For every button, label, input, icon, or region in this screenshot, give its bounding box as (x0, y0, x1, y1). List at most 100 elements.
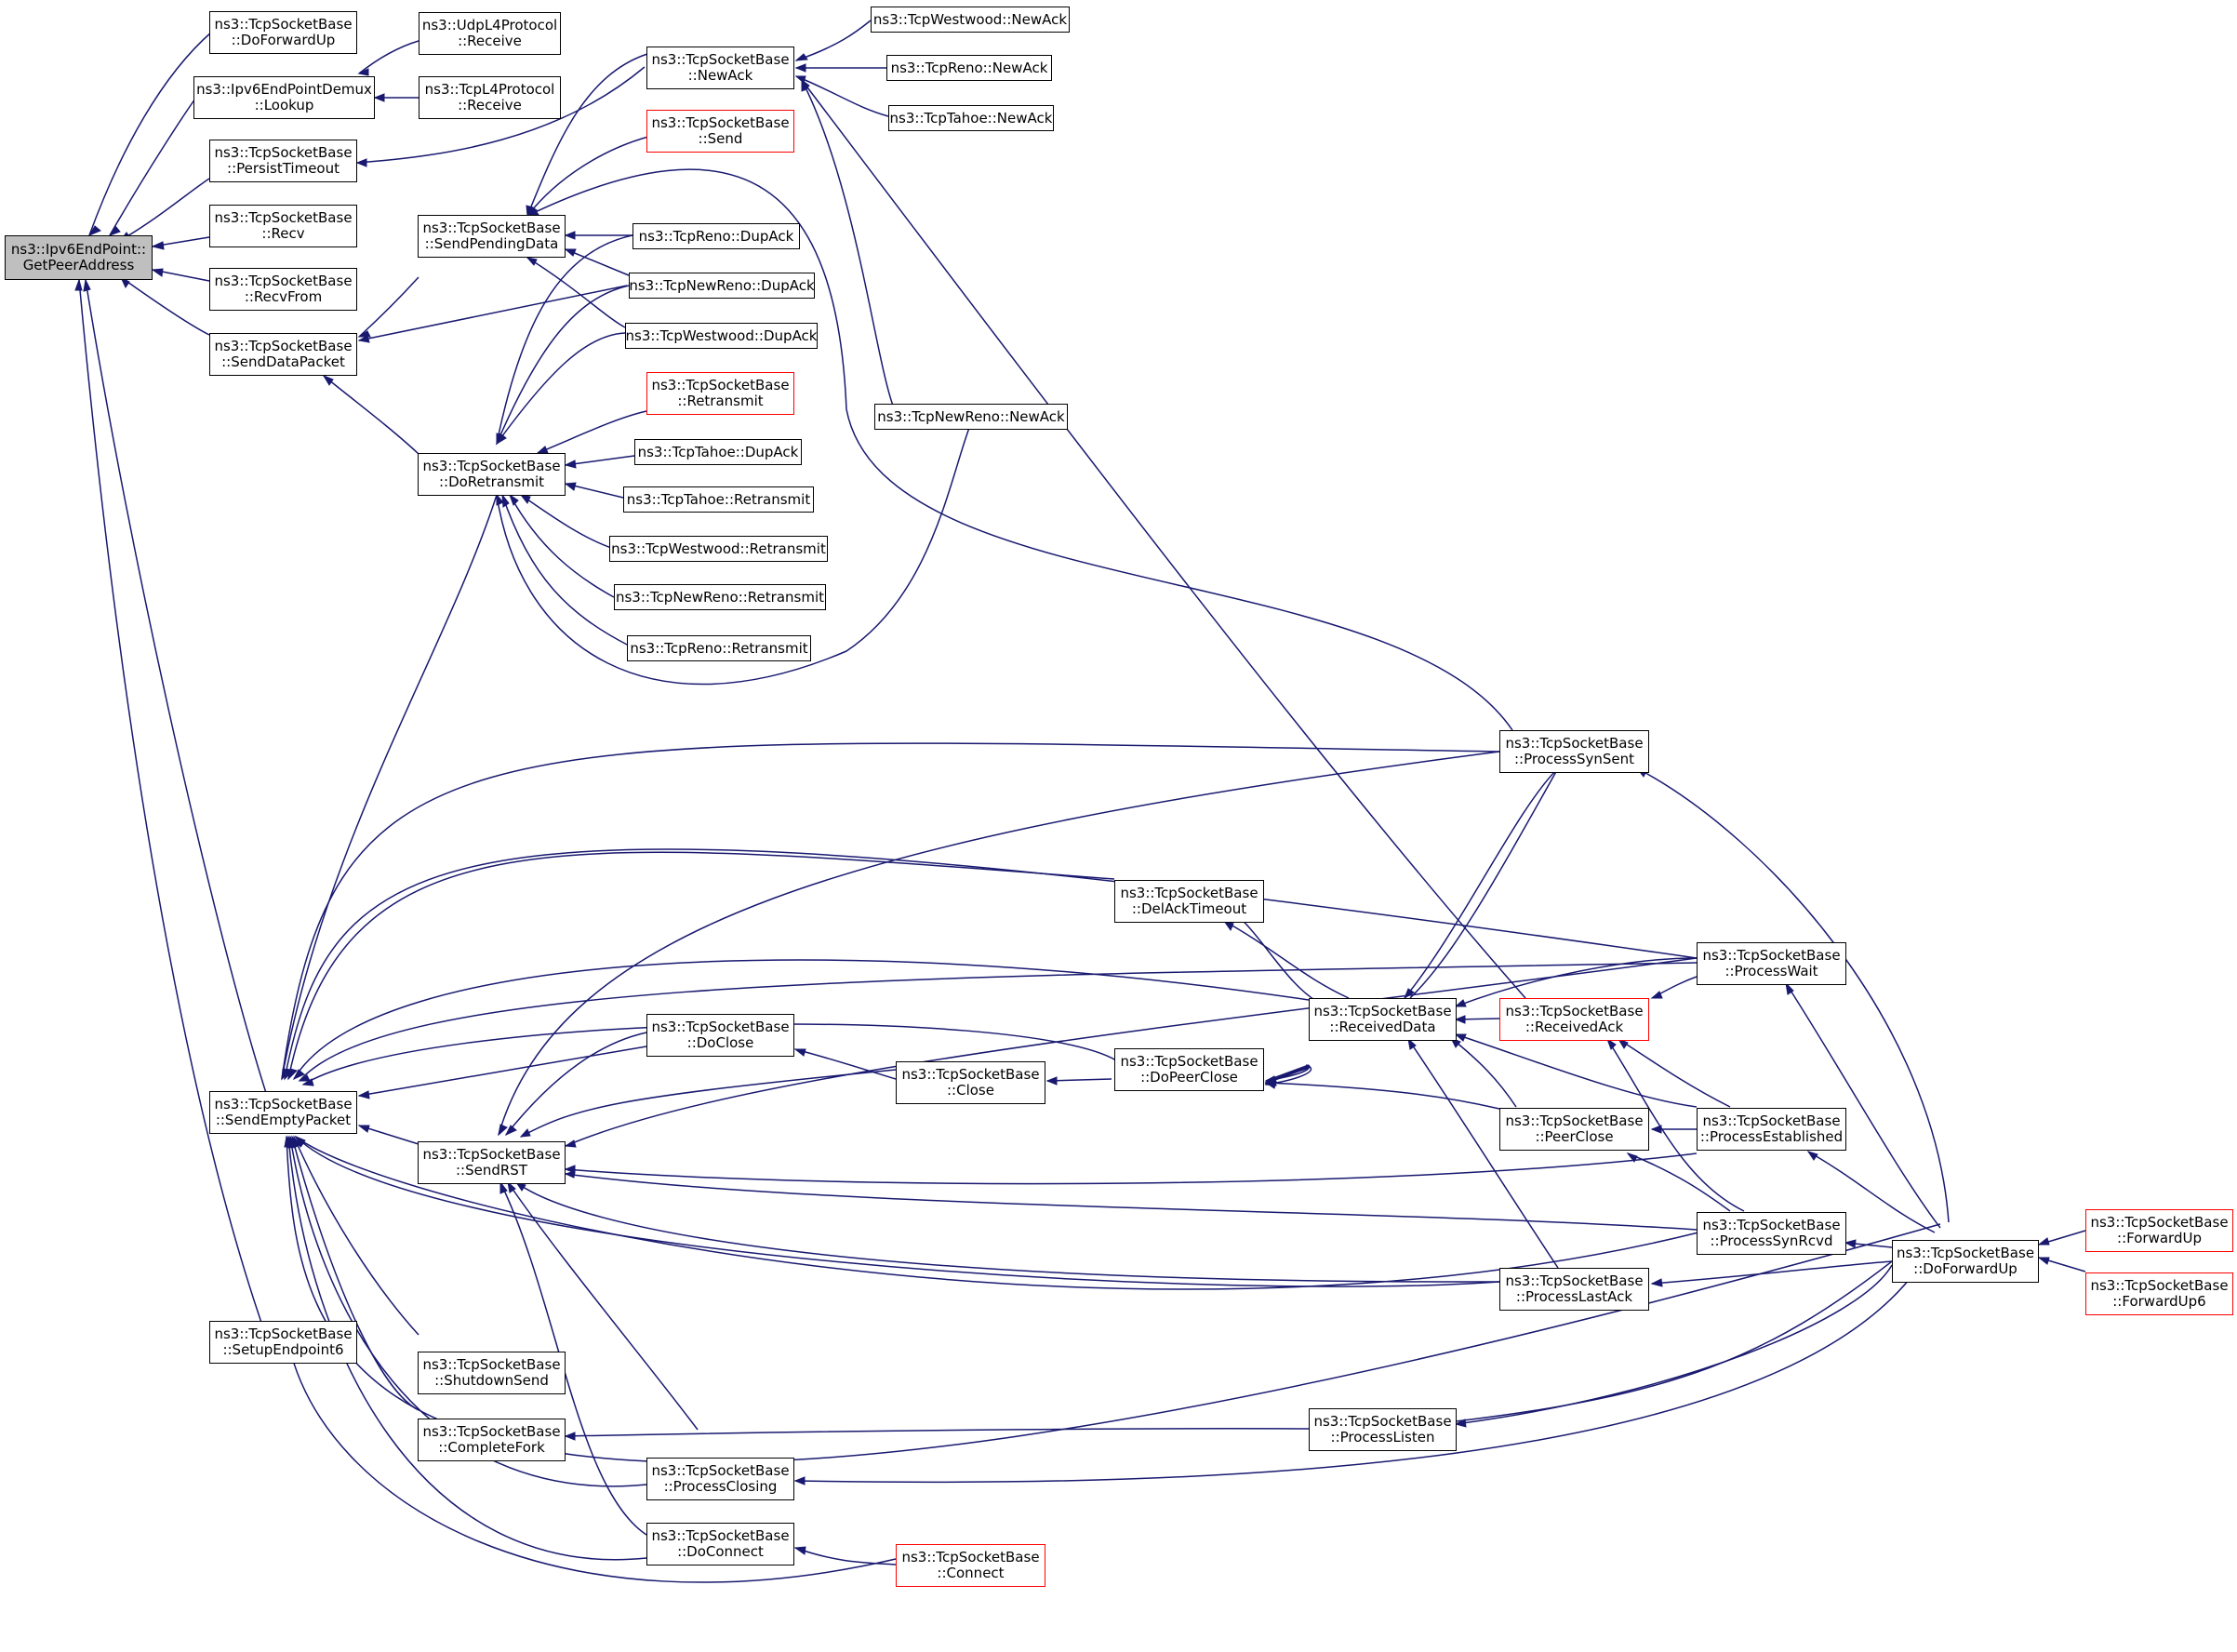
node-newreno-dupack[interactable]: ns3::TcpNewReno::DupAck (629, 273, 815, 299)
node-label-line: ::DoPeerClose (1140, 1069, 1238, 1086)
node-label-line: ns3::TcpSocketBase (1120, 885, 1258, 901)
node-label-line: ns3::TcpSocketBase (651, 1462, 790, 1479)
node-label-line: ns3::TcpTahoe::DupAck (637, 443, 799, 460)
node-peerclose[interactable]: ns3::TcpSocketBase::PeerClose (1499, 1108, 1649, 1151)
node-label-line: ns3::TcpSocketBase (651, 1019, 790, 1035)
node-processsynsent[interactable]: ns3::TcpSocketBase::ProcessSynSent (1499, 730, 1649, 773)
node-label-line: ::ProcessClosing (663, 1478, 778, 1495)
node-connect[interactable]: ns3::TcpSocketBase::Connect (896, 1544, 1045, 1587)
node-newack[interactable]: ns3::TcpSocketBase::NewAck (646, 47, 794, 89)
node-processsynrcvd[interactable]: ns3::TcpSocketBase::ProcessSynRcvd (1697, 1212, 1846, 1255)
node-label-line: ns3::TcpL4Protocol (424, 81, 555, 98)
node-label-line: ns3::TcpSocketBase (901, 1549, 1040, 1565)
node-westwood-dupack[interactable]: ns3::TcpWestwood::DupAck (625, 323, 818, 349)
node-label-line: ns3::TcpSocketBase (1896, 1245, 2035, 1261)
node-recv[interactable]: ns3::TcpSocketBase::Recv (209, 205, 357, 247)
node-label-line: ::Retransmit (677, 393, 764, 409)
node-receivedack[interactable]: ns3::TcpSocketBase::ReceivedAck (1499, 998, 1649, 1041)
node-label-line: ns3::TcpSocketBase (422, 1423, 561, 1440)
node-label-line: ns3::Ipv6EndPointDemux (196, 81, 372, 98)
node-label-line: ::CompleteFork (438, 1439, 545, 1456)
node-receiveddata[interactable]: ns3::TcpSocketBase::ReceivedData (1309, 998, 1457, 1041)
node-westwood-newack[interactable]: ns3::TcpWestwood::NewAck (871, 7, 1070, 33)
node-processestablished[interactable]: ns3::TcpSocketBase::ProcessEstablished (1697, 1108, 1846, 1151)
node-sendpendingdata[interactable]: ns3::TcpSocketBase::SendPendingData (418, 215, 566, 258)
node-label-line: ns3::TcpSocketBase (214, 338, 353, 354)
node-tahoe-retransmit[interactable]: ns3::TcpTahoe::Retransmit (623, 486, 814, 513)
node-label-line: ns3::TcpSocketBase (1505, 735, 1644, 752)
node-label-line: ns3::TcpSocketBase (214, 273, 353, 289)
node-lookup[interactable]: ns3::Ipv6EndPointDemux::Lookup (193, 76, 375, 119)
node-label-line: ns3::TcpSocketBase (214, 144, 353, 161)
node-westwood-retransmit[interactable]: ns3::TcpWestwood::Retransmit (609, 536, 828, 562)
node-label-line: ns3::TcpSocketBase (422, 458, 561, 474)
node-processwait[interactable]: ns3::TcpSocketBase::ProcessWait (1697, 942, 1846, 985)
node-label-line: ::ProcessEstablished (1699, 1128, 1844, 1145)
node-sendemptypacket[interactable]: ns3::TcpSocketBase::SendEmptyPacket (209, 1091, 357, 1134)
node-label-line: ::DelAckTimeout (1131, 900, 1247, 917)
node-senddatapacket[interactable]: ns3::TcpSocketBase::SendDataPacket (209, 333, 357, 376)
node-label-line: ns3::TcpSocketBase (1505, 1272, 1644, 1289)
node-label-line: ns3::TcpWestwood::NewAck (872, 10, 1068, 28)
node-label-line: ::SendDataPacket (221, 353, 345, 370)
node-newreno-retransmit[interactable]: ns3::TcpNewReno::Retransmit (614, 584, 826, 610)
node-setupendpoint6[interactable]: ns3::TcpSocketBase::SetupEndpoint6 (209, 1321, 357, 1364)
node-label-line: ns3::TcpTahoe::NewAck (889, 109, 1053, 127)
node-root: ns3::Ipv6EndPoint::GetPeerAddress (5, 235, 153, 280)
node-forwardup[interactable]: ns3::TcpSocketBase::ForwardUp (2085, 1209, 2233, 1252)
node-persisttimeout[interactable]: ns3::TcpSocketBase::PersistTimeout (209, 140, 357, 182)
node-label-line: ns3::Ipv6EndPoint:: (10, 241, 147, 258)
node-reno-dupack[interactable]: ns3::TcpReno::DupAck (632, 223, 800, 249)
node-label-line: ::Send (698, 130, 743, 147)
node-shutdownsend[interactable]: ns3::TcpSocketBase::ShutdownSend (418, 1352, 566, 1394)
node-label-line: ns3::TcpSocketBase (214, 1326, 353, 1342)
node-label-line: ns3::TcpSocketBase (1313, 1003, 1452, 1019)
node-processlastack[interactable]: ns3::TcpSocketBase::ProcessLastAck (1499, 1268, 1649, 1311)
node-tahoe-dupack[interactable]: ns3::TcpTahoe::DupAck (634, 439, 802, 465)
node-tahoe-newack[interactable]: ns3::TcpTahoe::NewAck (888, 105, 1054, 131)
node-label-line: ns3::TcpReno::Retransmit (630, 639, 808, 657)
node-label-line: ns3::TcpSocketBase (651, 377, 790, 393)
node-tcp-receive[interactable]: ns3::TcpL4Protocol::Receive (419, 76, 561, 119)
node-doforwardup-b[interactable]: ns3::TcpSocketBase::DoForwardUp (1892, 1240, 2039, 1283)
node-sendrst[interactable]: ns3::TcpSocketBase::SendRST (418, 1141, 566, 1184)
node-doclose[interactable]: ns3::TcpSocketBase::DoClose (646, 1014, 794, 1057)
node-reno-retransmit[interactable]: ns3::TcpReno::Retransmit (627, 635, 811, 661)
node-label-line: ns3::TcpSocketBase (2090, 1277, 2229, 1294)
node-send[interactable]: ns3::TcpSocketBase::Send (646, 110, 794, 153)
node-label-line: ::Receive (458, 97, 522, 113)
node-recvfrom[interactable]: ns3::TcpSocketBase::RecvFrom (209, 268, 357, 311)
node-doconnect[interactable]: ns3::TcpSocketBase::DoConnect (646, 1523, 794, 1565)
node-doforwardup-a[interactable]: ns3::TcpSocketBase::DoForwardUp (209, 11, 357, 54)
node-delacktimeout[interactable]: ns3::TcpSocketBase::DelAckTimeout (1114, 880, 1264, 923)
node-label-line: ::ProcessSynSent (1513, 751, 1635, 767)
node-retransmit[interactable]: ns3::TcpSocketBase::Retransmit (646, 372, 794, 415)
node-processclosing[interactable]: ns3::TcpSocketBase::ProcessClosing (646, 1458, 794, 1500)
node-doretransmit[interactable]: ns3::TcpSocketBase::DoRetransmit (418, 453, 566, 496)
node-label-line: ns3::TcpSocketBase (422, 1356, 561, 1373)
node-close[interactable]: ns3::TcpSocketBase::Close (896, 1061, 1045, 1104)
node-newreno-newack[interactable]: ns3::TcpNewReno::NewAck (874, 404, 1068, 430)
node-udp-receive[interactable]: ns3::UdpL4Protocol::Receive (419, 12, 561, 55)
node-label-line: GetPeerAddress (22, 257, 135, 273)
node-label-line: ::Connect (937, 1565, 1005, 1581)
node-label-line: ::DoClose (686, 1034, 754, 1051)
node-reno-newack[interactable]: ns3::TcpReno::NewAck (886, 55, 1052, 81)
node-label-line: ns3::TcpSocketBase (422, 1146, 561, 1163)
node-forwardup6[interactable]: ns3::TcpSocketBase::ForwardUp6 (2085, 1272, 2233, 1315)
node-label-line: ns3::TcpNewReno::NewAck (877, 407, 1065, 425)
node-label-line: ::SendRST (456, 1162, 527, 1179)
node-label-line: ns3::TcpSocketBase (901, 1066, 1040, 1083)
node-dopeerclose[interactable]: ns3::TcpSocketBase::DoPeerClose (1114, 1048, 1264, 1091)
node-processlisten[interactable]: ns3::TcpSocketBase::ProcessListen (1309, 1408, 1457, 1451)
node-completefork[interactable]: ns3::TcpSocketBase::CompleteFork (418, 1419, 566, 1461)
node-label-line: ::ReceivedAck (1525, 1019, 1624, 1035)
node-label-line: ns3::TcpSocketBase (1313, 1413, 1452, 1430)
node-label-line: ::ForwardUp (2117, 1230, 2202, 1246)
node-label-line: ns3::TcpSocketBase (1505, 1003, 1644, 1019)
node-label-line: ::Recv (261, 225, 305, 242)
node-label-line: ns3::TcpSocketBase (214, 16, 353, 33)
node-label-line: ::Close (947, 1082, 994, 1099)
